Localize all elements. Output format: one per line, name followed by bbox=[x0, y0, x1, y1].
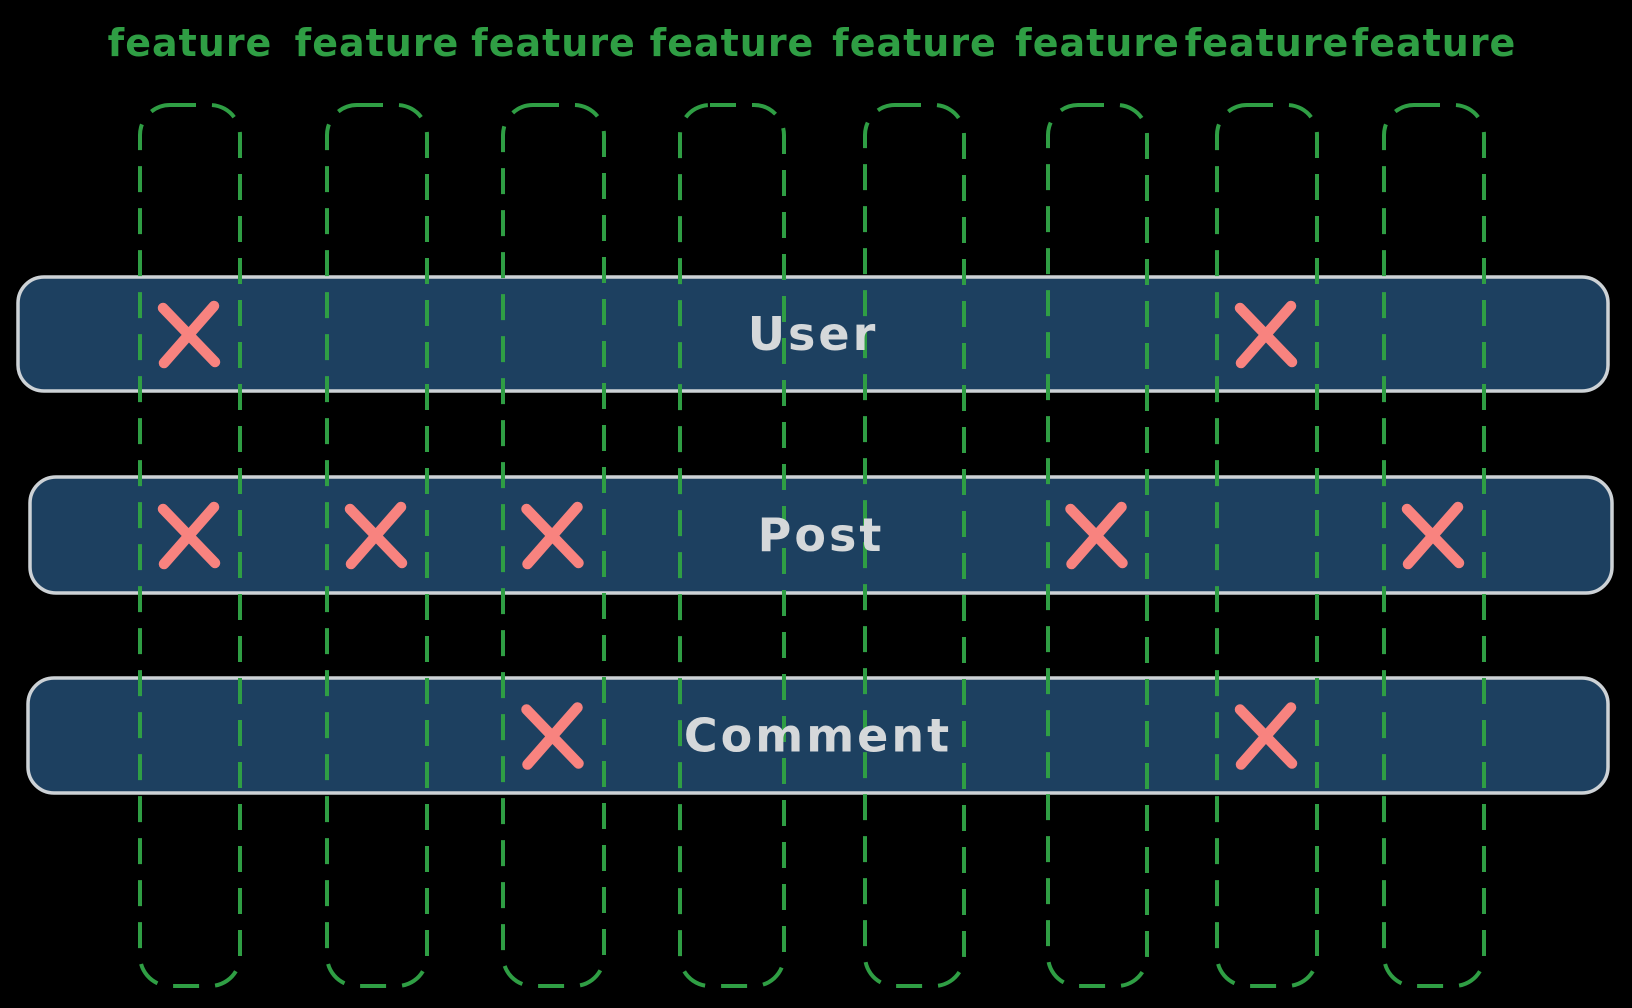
feature-column-label: feature bbox=[108, 21, 273, 65]
feature-column-outline bbox=[138, 103, 242, 988]
entity-bar-comment bbox=[26, 676, 1610, 795]
feature-column-outline bbox=[501, 103, 606, 988]
x-mark-icon bbox=[521, 702, 584, 770]
x-mark-icon bbox=[521, 501, 584, 570]
x-mark-icon bbox=[1401, 501, 1465, 570]
x-mark-icon bbox=[1234, 702, 1298, 770]
feature-column-outline bbox=[678, 103, 786, 988]
x-mark-icon bbox=[157, 300, 221, 369]
entity-bar-user bbox=[16, 275, 1610, 393]
feature-column-outline bbox=[1382, 103, 1486, 988]
feature-column-label: feature bbox=[650, 21, 815, 65]
feature-column-outline bbox=[1215, 103, 1319, 988]
entity-bar-label: Post bbox=[758, 508, 885, 562]
x-mark-icon bbox=[1234, 300, 1298, 369]
feature-column-label: feature bbox=[295, 21, 460, 65]
feature-column-label: feature bbox=[832, 21, 997, 65]
entity-bar-label: Comment bbox=[684, 709, 952, 763]
feature-column-label: feature bbox=[1185, 21, 1350, 65]
feature-column-outline bbox=[863, 103, 966, 988]
x-mark-icon bbox=[344, 501, 408, 570]
feature-column-label: feature bbox=[471, 21, 636, 65]
feature-column-label: feature bbox=[1015, 21, 1180, 65]
feature-column-outline bbox=[325, 103, 429, 988]
feature-column-outline bbox=[1046, 103, 1149, 988]
entity-bar-label: User bbox=[748, 307, 879, 361]
feature-column-label: feature bbox=[1352, 21, 1517, 65]
x-mark-icon bbox=[1065, 501, 1128, 570]
x-mark-icon bbox=[157, 501, 221, 570]
